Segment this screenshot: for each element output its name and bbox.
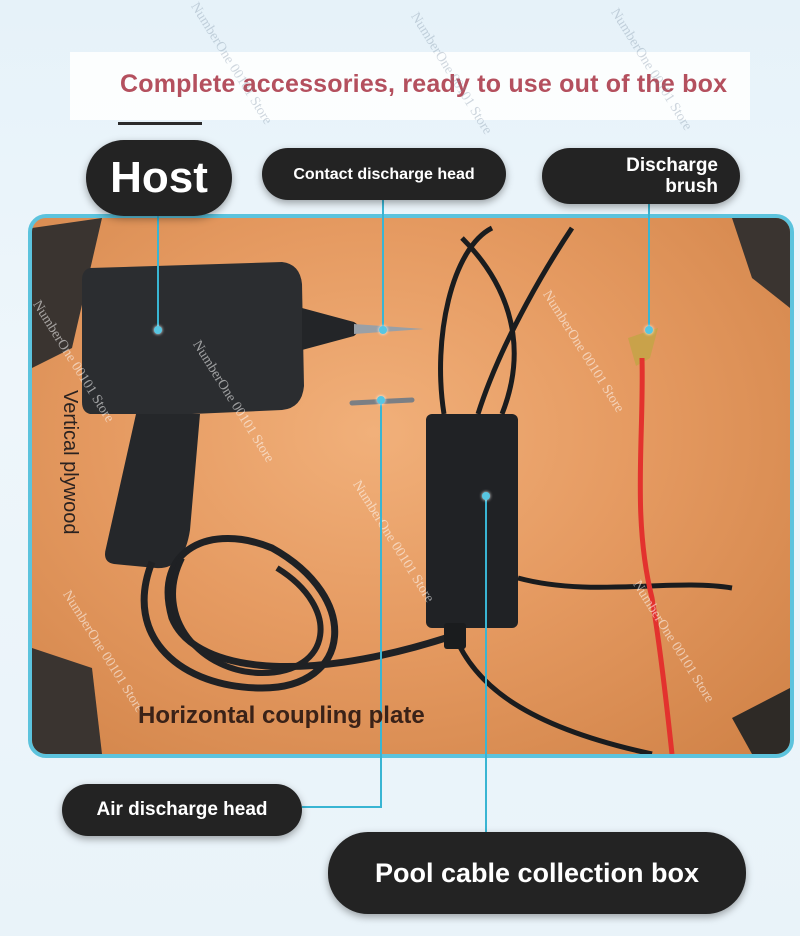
discharge-brush-text: Discharge brush <box>626 155 718 197</box>
host-text: Host <box>110 153 208 202</box>
title-underline <box>118 122 202 125</box>
contact-discharge-head-text: Contact discharge head <box>293 165 475 183</box>
contact-discharge-head-label: Contact discharge head <box>262 148 506 200</box>
marker-host <box>154 326 162 334</box>
product-illustration <box>32 218 790 754</box>
host-device <box>82 262 454 692</box>
title-band <box>70 52 750 120</box>
discharge-brush-label: Discharge brush <box>542 148 740 204</box>
leader-line-brush <box>648 204 650 330</box>
product-photo: NumberOne 00101 Store NumberOne 00101 St… <box>28 214 794 758</box>
leader-line-pool <box>485 498 487 832</box>
discharge-brush-part <box>628 328 675 754</box>
marker-pool <box>482 492 490 500</box>
leader-line-host <box>157 214 159 330</box>
marker-contact <box>379 326 387 334</box>
leader-line-contact <box>382 200 384 330</box>
marker-brush <box>645 326 653 334</box>
host-label: Host <box>86 140 232 216</box>
air-discharge-head-text: Air discharge head <box>96 799 268 820</box>
vertical-plywood-label: Vertical plywood <box>59 390 81 535</box>
cable-collection-box <box>426 225 733 754</box>
leader-line-air-horizontal <box>302 806 382 808</box>
marker-air <box>377 396 385 404</box>
leader-line-air <box>380 400 382 808</box>
horizontal-coupling-plate-label: Horizontal coupling plate <box>138 702 425 729</box>
pool-cable-collection-box-text: Pool cable collection box <box>374 857 700 888</box>
page-title: Complete accessories, ready to use out o… <box>120 70 728 98</box>
air-discharge-head-label: Air discharge head <box>62 784 302 836</box>
pool-cable-collection-box-label: Pool cable collection box <box>328 832 746 914</box>
